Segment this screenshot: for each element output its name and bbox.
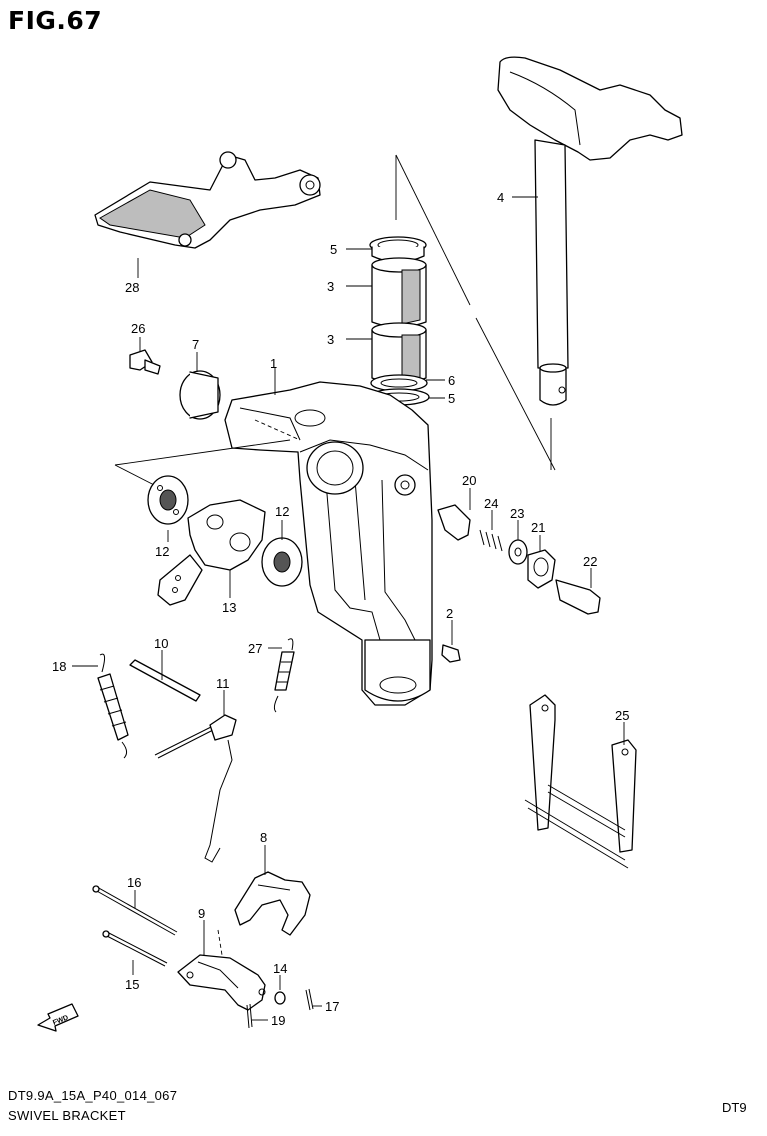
part-9-lever	[177, 929, 266, 1011]
label-part-4: 4	[497, 190, 504, 205]
label-part-3-lower: 3	[327, 332, 334, 347]
label-part-2: 2	[446, 606, 453, 621]
part-3-upper-bushing	[371, 257, 427, 328]
part-11-rod	[154, 714, 237, 863]
part-15-pin	[102, 930, 168, 967]
label-part-12-left: 12	[155, 544, 169, 559]
part-2-grease-nipple	[441, 644, 461, 663]
label-part-12-right: 12	[275, 504, 289, 519]
diagram-name: SWIVEL BRACKET	[8, 1108, 126, 1123]
part-12-left-washer	[147, 475, 189, 525]
label-part-14: 14	[273, 961, 287, 976]
label-part-15: 15	[125, 977, 139, 992]
label-part-26: 26	[131, 321, 145, 336]
label-part-10: 10	[154, 636, 168, 651]
label-part-20: 20	[462, 473, 476, 488]
label-part-25: 25	[615, 708, 629, 723]
part-24-spring	[479, 529, 503, 552]
part-12-right-washer	[261, 520, 303, 587]
part-1-swivel-bracket	[114, 381, 433, 706]
label-part-21: 21	[531, 520, 545, 535]
part-7-bushing	[179, 370, 221, 420]
part-16-long-pin	[92, 885, 178, 936]
part-28-clamp-handle	[94, 151, 321, 249]
part-8-bracket	[234, 871, 311, 936]
figure-title: FIG.67	[8, 6, 103, 35]
part-17-cotter-pin	[305, 988, 314, 1011]
part-21-knob	[527, 549, 556, 589]
label-part-6: 6	[448, 373, 455, 388]
diagram-code: DT9.9A_15A_P40_014_067	[8, 1088, 178, 1103]
label-part-17: 17	[325, 999, 339, 1014]
label-part-11: 11	[216, 676, 230, 691]
label-part-8: 8	[260, 830, 267, 845]
part-23-washer	[508, 539, 528, 565]
label-part-9: 9	[198, 906, 205, 921]
label-part-23: 23	[510, 506, 524, 521]
label-part-5-upper: 5	[330, 242, 337, 257]
part-19-cotter-pin	[246, 1003, 253, 1029]
part-4-steering-shaft	[497, 56, 683, 470]
part-20-sleeve	[437, 504, 471, 541]
label-part-24: 24	[484, 496, 498, 511]
part-13-tilt-plate	[157, 499, 266, 606]
label-part-5-lower: 5	[448, 391, 455, 406]
part-10-pin	[129, 659, 201, 702]
label-part-22: 22	[583, 554, 597, 569]
label-part-13: 13	[222, 600, 236, 615]
label-part-3-upper: 3	[327, 279, 334, 294]
fwd-arrow-icon: FWD	[37, 1003, 79, 1032]
label-part-19: 19	[271, 1013, 285, 1028]
part-14-washer	[274, 991, 286, 1005]
label-part-27: 27	[248, 641, 262, 656]
part-18-spring	[97, 653, 129, 759]
label-part-16: 16	[127, 875, 141, 890]
part-3-lower-bushing	[371, 322, 427, 384]
part-25-tilt-stand	[524, 694, 637, 869]
label-part-18: 18	[52, 659, 66, 674]
part-27-spring	[273, 638, 295, 713]
model-code: DT9	[722, 1100, 747, 1115]
part-number-labels: 1 2 3 3 4 5 5 6 7 8 9 10 11 12 12 13 14 …	[52, 190, 629, 1028]
label-part-7: 7	[192, 337, 199, 352]
part-26-bolt	[129, 349, 161, 375]
part-22-bolt	[555, 579, 601, 615]
label-part-28: 28	[125, 280, 139, 295]
label-part-1: 1	[270, 356, 277, 371]
leader-lines	[72, 154, 625, 1021]
